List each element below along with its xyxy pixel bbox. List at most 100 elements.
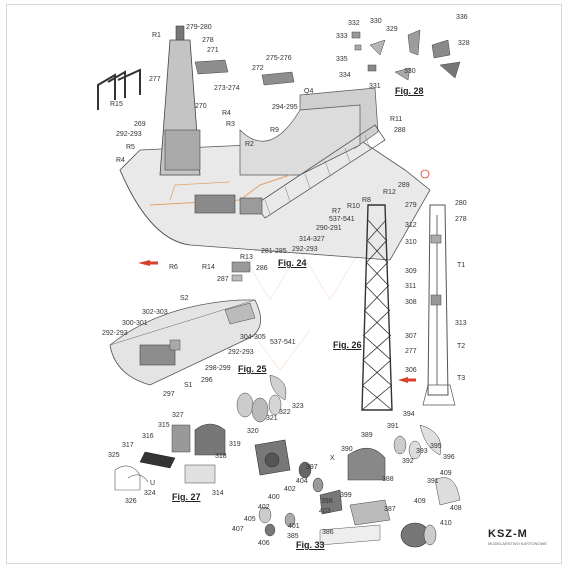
part-label: 408 (450, 505, 462, 512)
part-label: R14 (202, 264, 215, 271)
part-label: 315 (158, 422, 170, 429)
part-label: R7 (332, 208, 341, 215)
part-label: 397 (306, 464, 318, 471)
part-label: 324 (144, 490, 156, 497)
part-label: X (330, 455, 335, 462)
part-label: 410 (440, 520, 452, 527)
part-label: R6 (169, 264, 178, 271)
part-label: R5 (126, 144, 135, 151)
part-label: 322 (279, 409, 291, 416)
fig24-caption: Fig. 24 (278, 258, 307, 268)
part-label: 336 (456, 14, 468, 21)
logo-name: KSZ-M (488, 528, 528, 540)
part-label: 275-276 (266, 55, 292, 62)
part-label: 385 (287, 533, 299, 540)
part-label: R9 (270, 127, 279, 134)
part-label: 403 (319, 508, 331, 515)
part-label: R4 (222, 110, 231, 117)
part-label: 390 (341, 446, 353, 453)
part-label: 292-293 (116, 131, 142, 138)
part-label: 395 (430, 443, 442, 450)
part-label: 333 (336, 33, 348, 40)
part-label: 405 (244, 516, 256, 523)
part-label: 321 (266, 415, 278, 422)
part-label: 394 (403, 411, 415, 418)
part-label: 329 (386, 26, 398, 33)
part-label: 323 (292, 403, 304, 410)
part-label: 409 (440, 470, 452, 477)
fig33-caption: Fig. 33 (296, 540, 325, 550)
part-label: 327 (172, 412, 184, 419)
part-label: 314-327 (299, 236, 325, 243)
part-label: 298-299 (205, 365, 231, 372)
part-label: 401 (288, 523, 300, 530)
fig27-caption: Fig. 27 (172, 492, 201, 502)
part-label: 393 (416, 448, 428, 455)
part-label: 391 (427, 478, 439, 485)
part-label: 402 (258, 504, 270, 511)
part-label: 281-285 (261, 248, 287, 255)
part-label: 294-295 (272, 104, 298, 111)
fig27-drawing (114, 392, 291, 491)
sheet-border (6, 4, 562, 564)
part-label: 292-293 (292, 246, 318, 253)
part-label: 292-293 (102, 330, 128, 337)
part-label: 286 (256, 265, 268, 272)
part-label: Q4 (304, 88, 314, 95)
part-label: 316 (142, 433, 154, 440)
part-label: 279 (405, 202, 417, 209)
fig24-drawing (97, 25, 431, 282)
part-label: 307 (405, 333, 417, 340)
part-label: 326 (125, 498, 137, 505)
part-label: S2 (180, 295, 189, 302)
part-label: 331 (369, 83, 381, 90)
part-label: 389 (361, 432, 373, 439)
part-label: 311 (405, 283, 417, 290)
part-label: 300-301 (122, 320, 148, 327)
part-label: 296 (201, 377, 213, 384)
part-label: 328 (458, 40, 470, 47)
part-label: 302-303 (142, 309, 168, 316)
part-label: 399 (340, 492, 352, 499)
part-label: 388 (382, 476, 394, 483)
part-label: R3 (226, 121, 235, 128)
part-label: 398 (321, 498, 333, 505)
part-label: 391 (387, 423, 399, 430)
part-label: 402 (284, 486, 296, 493)
part-label: R1 (152, 32, 161, 39)
part-label: 308 (405, 299, 417, 306)
part-label: 288 (394, 127, 406, 134)
part-label: 537-541 (329, 216, 355, 223)
part-label: R2 (245, 141, 254, 148)
part-label: 396 (443, 454, 455, 461)
part-label: T3 (457, 375, 466, 382)
part-label: 271 (207, 47, 219, 54)
part-label: 277 (405, 348, 417, 355)
part-label: 312 (405, 222, 417, 229)
part-label: 280 (455, 200, 467, 207)
fig26-caption: Fig. 26 (333, 340, 362, 350)
part-label: 277 (149, 76, 161, 83)
ksz-m-logo: KSZ-M MODELARSTWO KARTONOWE (488, 528, 550, 550)
part-label: 330 (404, 68, 416, 75)
fig33-drawing (258, 424, 461, 548)
part-label: 319 (229, 441, 241, 448)
part-label: 279-280 (186, 24, 212, 31)
part-label: 537-541 (270, 339, 296, 346)
part-label: R8 (362, 197, 371, 204)
part-label: 406 (258, 540, 270, 547)
part-label: 310 (405, 239, 417, 246)
part-label: 386 (322, 529, 334, 536)
part-label: 309 (405, 268, 417, 275)
part-label: 269 (134, 121, 146, 128)
logo-subtitle: MODELARSTWO KARTONOWE (488, 541, 547, 546)
part-label: 325 (108, 452, 120, 459)
part-label: R15 (110, 101, 123, 108)
part-label: 278 (202, 37, 214, 44)
fig28-caption: Fig. 28 (395, 86, 424, 96)
part-label: 289 (398, 182, 410, 189)
part-label: 304-305 (240, 334, 266, 341)
part-label: R10 (347, 203, 360, 210)
part-label: 306 (405, 367, 417, 374)
